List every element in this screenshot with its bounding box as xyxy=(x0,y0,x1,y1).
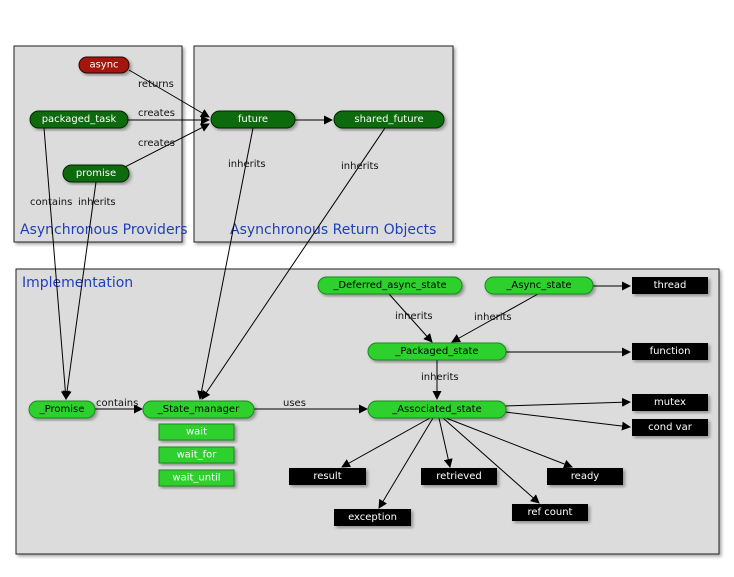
node-state-manager: _State_manager xyxy=(142,400,255,419)
edge-future-state-manager xyxy=(197,127,254,400)
edge-shared-future-state-manager xyxy=(201,127,386,400)
return-objects-panel xyxy=(193,45,454,243)
box-exception: exception xyxy=(334,509,411,526)
providers-panel xyxy=(13,45,183,243)
method-wait-for-label: wait_for xyxy=(177,450,218,461)
box-exception-label: exception xyxy=(348,512,397,523)
method-wait: wait xyxy=(158,423,235,441)
label-inherits-async: inherits xyxy=(474,312,512,323)
label-inherits-packaged: inherits xyxy=(421,372,459,383)
label-creates-2: creates xyxy=(138,138,175,149)
node-deferred-async-state: _Deferred_async_state xyxy=(317,276,463,295)
box-ref-count: ref count xyxy=(512,504,588,521)
edge-deferred-packaged xyxy=(388,293,433,343)
method-wait-until: wait_until xyxy=(158,469,235,487)
box-cond-var-label: cond var xyxy=(648,422,693,433)
node-packaged-state: _Packaged_state xyxy=(367,342,507,361)
node-promise-label: promise xyxy=(76,168,116,179)
label-inherits-shared: inherits xyxy=(341,161,379,172)
node-deferred-async-state-label: _Deferred_async_state xyxy=(332,280,446,291)
node-packaged-task: packaged_task xyxy=(29,110,129,129)
node-associated-state: _Associated_state xyxy=(367,400,507,419)
node-shared-future: shared_future xyxy=(333,110,445,129)
edge-associated-retrieved xyxy=(438,417,453,468)
box-cond-var: cond var xyxy=(632,419,708,436)
edge-associated-mutex xyxy=(504,397,631,407)
return-objects-panel-title: Asynchronous Return Objects xyxy=(230,222,436,238)
node-async-state: _Async_state xyxy=(484,276,594,295)
edge-associated-cond-var xyxy=(504,411,631,431)
box-thread: thread xyxy=(632,277,708,294)
box-ready: ready xyxy=(547,468,623,485)
edge-promise-promise-impl xyxy=(62,181,97,400)
edge-associated-ref-count xyxy=(442,417,540,504)
box-result: result xyxy=(289,468,366,485)
label-contains-1: contains xyxy=(30,197,72,208)
edge-promise-future xyxy=(124,123,210,168)
node-shared-future-label: shared_future xyxy=(354,114,423,125)
node-packaged-state-label: _Packaged_state xyxy=(394,346,478,357)
implementation-panel-title: Implementation xyxy=(22,275,133,291)
box-retrieved-label: retrieved xyxy=(436,471,481,482)
edge-associated-exception xyxy=(378,417,434,509)
label-creates-1: creates xyxy=(138,108,175,119)
method-wait-for: wait_for xyxy=(158,446,235,464)
node-future-label: future xyxy=(238,114,268,125)
method-wait-until-label: wait_until xyxy=(172,473,220,484)
box-function-label: function xyxy=(650,346,691,357)
node-promise: promise xyxy=(62,164,130,183)
edge-async-future xyxy=(128,69,210,118)
node-async-state-label: _Async_state xyxy=(505,280,571,291)
method-wait-label: wait xyxy=(186,427,207,438)
label-inherits-future: inherits xyxy=(228,159,266,170)
label-returns: returns xyxy=(138,79,174,90)
box-result-label: result xyxy=(313,471,341,482)
node-promise-impl-label: _Promise xyxy=(39,404,85,415)
node-promise-impl: _Promise xyxy=(28,400,96,419)
box-thread-label: thread xyxy=(654,280,687,291)
box-function: function xyxy=(632,343,708,360)
node-state-manager-label: _State_manager xyxy=(157,404,240,415)
edge-packaged-task-promise-impl xyxy=(43,127,70,400)
box-mutex-label: mutex xyxy=(654,397,686,408)
providers-panel-title: Asynchronous Providers xyxy=(20,222,188,238)
node-async-label: async xyxy=(89,60,118,71)
node-async: async xyxy=(78,56,130,74)
node-associated-state-label: _Associated_state xyxy=(391,404,482,415)
box-ready-label: ready xyxy=(571,471,600,482)
edge-associated-result xyxy=(341,417,431,468)
node-packaged-task-label: packaged_task xyxy=(42,114,117,125)
label-contains-2: contains xyxy=(96,398,138,409)
label-inherits-deferred: inherits xyxy=(395,311,433,322)
label-uses: uses xyxy=(283,398,306,409)
edge-async-state-packaged xyxy=(451,293,539,343)
label-inherits-1: inherits xyxy=(78,197,116,208)
edge-associated-ready xyxy=(445,417,573,469)
box-retrieved: retrieved xyxy=(421,468,497,485)
node-future: future xyxy=(210,110,296,129)
box-mutex: mutex xyxy=(632,394,708,411)
box-ref-count-label: ref count xyxy=(528,507,573,518)
